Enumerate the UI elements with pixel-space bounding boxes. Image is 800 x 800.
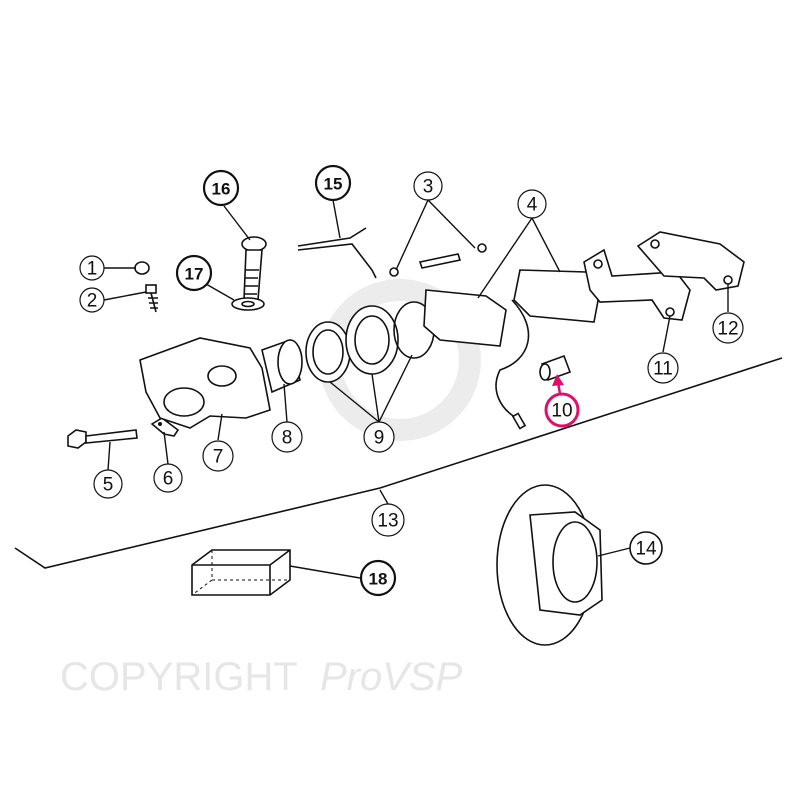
watermark-copyright-text: COPYRIGHT — [60, 655, 298, 699]
callout-number: 11 — [653, 359, 673, 380]
callout-15: 15 — [314, 164, 352, 202]
callout-1: 1 — [79, 255, 105, 281]
callout-circle — [629, 531, 663, 565]
callout-10: 10 — [544, 392, 580, 428]
callout-circle — [363, 421, 395, 453]
callout-circle — [413, 171, 443, 201]
part-9-seals — [305, 301, 435, 383]
callout-number: 5 — [103, 475, 114, 496]
part-17-washer — [231, 297, 265, 311]
callout-number: 12 — [717, 319, 738, 340]
part-11-bracket — [583, 248, 691, 321]
callout-circle — [202, 169, 240, 207]
callout-number: 7 — [213, 447, 224, 468]
callout-number: 8 — [282, 428, 293, 449]
callout-number: 4 — [527, 195, 538, 216]
callout-circle — [153, 463, 183, 493]
callout-number: 3 — [423, 177, 434, 198]
part-3-pins — [389, 243, 487, 277]
callout-circle — [712, 312, 744, 344]
callout-9: 9 — [363, 421, 395, 453]
callout-circle — [314, 164, 352, 202]
part-14-brake-disc — [496, 484, 603, 646]
part-8-piston — [261, 338, 303, 394]
callout-circle — [371, 503, 405, 537]
part-2-bleed-screw — [145, 284, 158, 313]
part-5-bolt — [67, 429, 138, 449]
callout-number: 10 — [551, 401, 572, 422]
callout-circle — [359, 559, 397, 597]
callout-14: 14 — [629, 531, 663, 565]
callout-2: 2 — [79, 287, 105, 313]
highlight-arrow — [552, 374, 564, 395]
callout-number: 13 — [377, 511, 398, 532]
callout-number: 2 — [87, 291, 98, 312]
callout-circle — [175, 254, 213, 292]
callout-17: 17 — [175, 254, 213, 292]
callout-number: 9 — [374, 428, 385, 449]
callout-3: 3 — [413, 171, 443, 201]
callout-7: 7 — [202, 440, 234, 472]
part-12-bracket — [636, 231, 745, 291]
part-18-repair-kit-box — [191, 549, 291, 596]
callout-8: 8 — [271, 421, 303, 453]
callout-circle — [271, 421, 303, 453]
watermark-brand-text: ProVSP — [320, 655, 463, 699]
callout-5: 5 — [93, 469, 123, 499]
callout-13: 13 — [371, 503, 405, 537]
part-1-bleed-cap — [134, 261, 150, 275]
copyright-watermark: COPYRIGHT ProVSP — [60, 279, 481, 699]
callout-circle — [79, 287, 105, 313]
callout-number: 18 — [369, 570, 388, 589]
callout-circle — [517, 189, 547, 219]
callout-number: 17 — [185, 265, 204, 284]
callout-number: 1 — [87, 259, 98, 280]
leader-lines — [103, 199, 729, 579]
part-7-caliper-body — [139, 337, 271, 429]
part-15-spring — [297, 227, 377, 279]
callout-4: 4 — [517, 189, 547, 219]
callout-18: 18 — [359, 559, 397, 597]
callout-number: 15 — [324, 175, 343, 194]
callout-6: 6 — [153, 463, 183, 493]
callout-16: 16 — [202, 169, 240, 207]
part-16-banjo-bolt — [241, 236, 267, 301]
part-6-clip — [150, 417, 180, 437]
callout-circle — [202, 440, 234, 472]
callout-number: 16 — [212, 180, 231, 199]
callout-number: 6 — [163, 469, 174, 490]
section-divider-line — [14, 357, 783, 569]
callout-circle — [544, 392, 580, 428]
callout-number: 14 — [635, 539, 657, 560]
callout-circle — [79, 255, 105, 281]
callout-circle — [647, 352, 679, 384]
callout-11: 11 — [647, 352, 679, 384]
callout-circle — [93, 469, 123, 499]
part-10-sleeve — [539, 354, 572, 382]
callout-12: 12 — [712, 312, 744, 344]
